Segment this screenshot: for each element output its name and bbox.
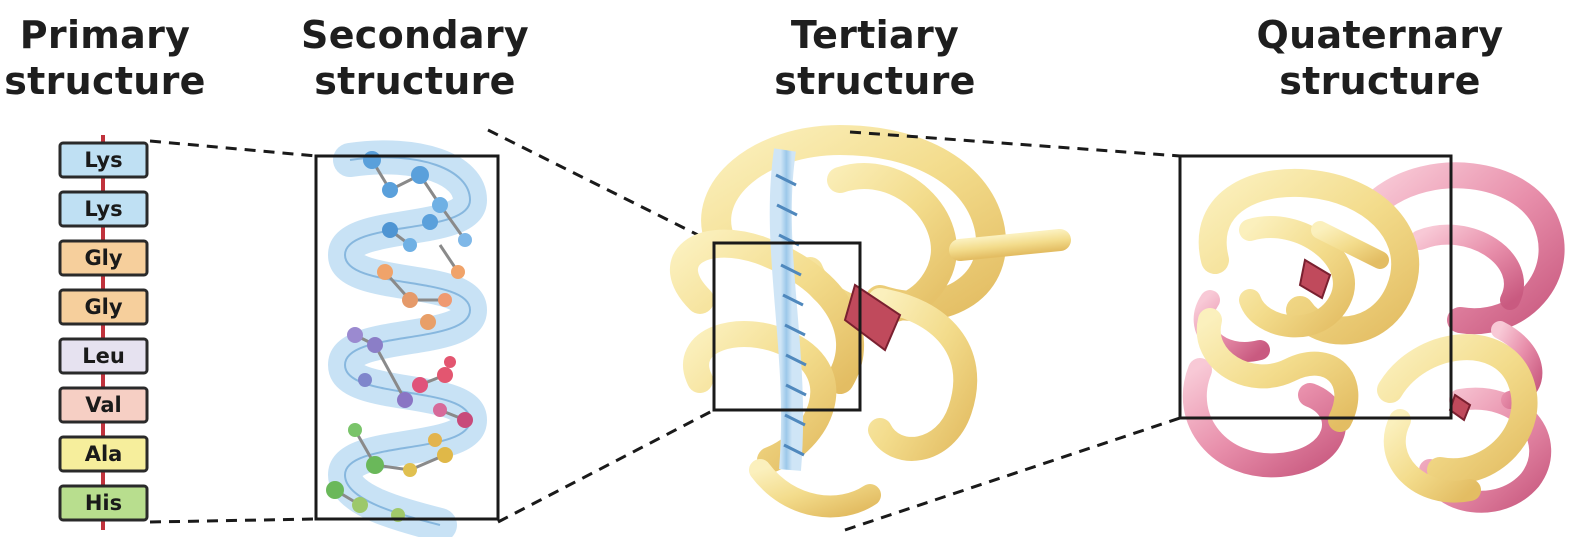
residue-box: His xyxy=(60,486,147,520)
residue-box: Lys xyxy=(60,192,147,226)
residue-label: Gly xyxy=(84,246,122,270)
residue-label: Lys xyxy=(84,148,122,172)
residue-box: Ala xyxy=(60,437,147,471)
residue-box: Gly xyxy=(60,241,147,275)
tertiary-protein xyxy=(684,140,1060,506)
heme-group xyxy=(1300,260,1330,298)
residue-label: His xyxy=(85,491,122,515)
residue-box: Leu xyxy=(60,339,147,373)
residue-label: Gly xyxy=(84,295,122,319)
residue-box: Val xyxy=(60,388,147,422)
quaternary-protein xyxy=(1180,156,1552,502)
residue-box: Lys xyxy=(60,143,147,177)
residue-label: Val xyxy=(85,393,121,417)
zoom-connectors-2 xyxy=(488,130,714,522)
zoom-connectors-1 xyxy=(150,141,316,522)
residue-label: Leu xyxy=(82,344,125,368)
residue-label: Lys xyxy=(84,197,122,221)
alpha-helix xyxy=(316,151,498,525)
tertiary-helix xyxy=(781,150,792,470)
residue-label: Ala xyxy=(85,442,123,466)
residue-box: Gly xyxy=(60,290,147,324)
